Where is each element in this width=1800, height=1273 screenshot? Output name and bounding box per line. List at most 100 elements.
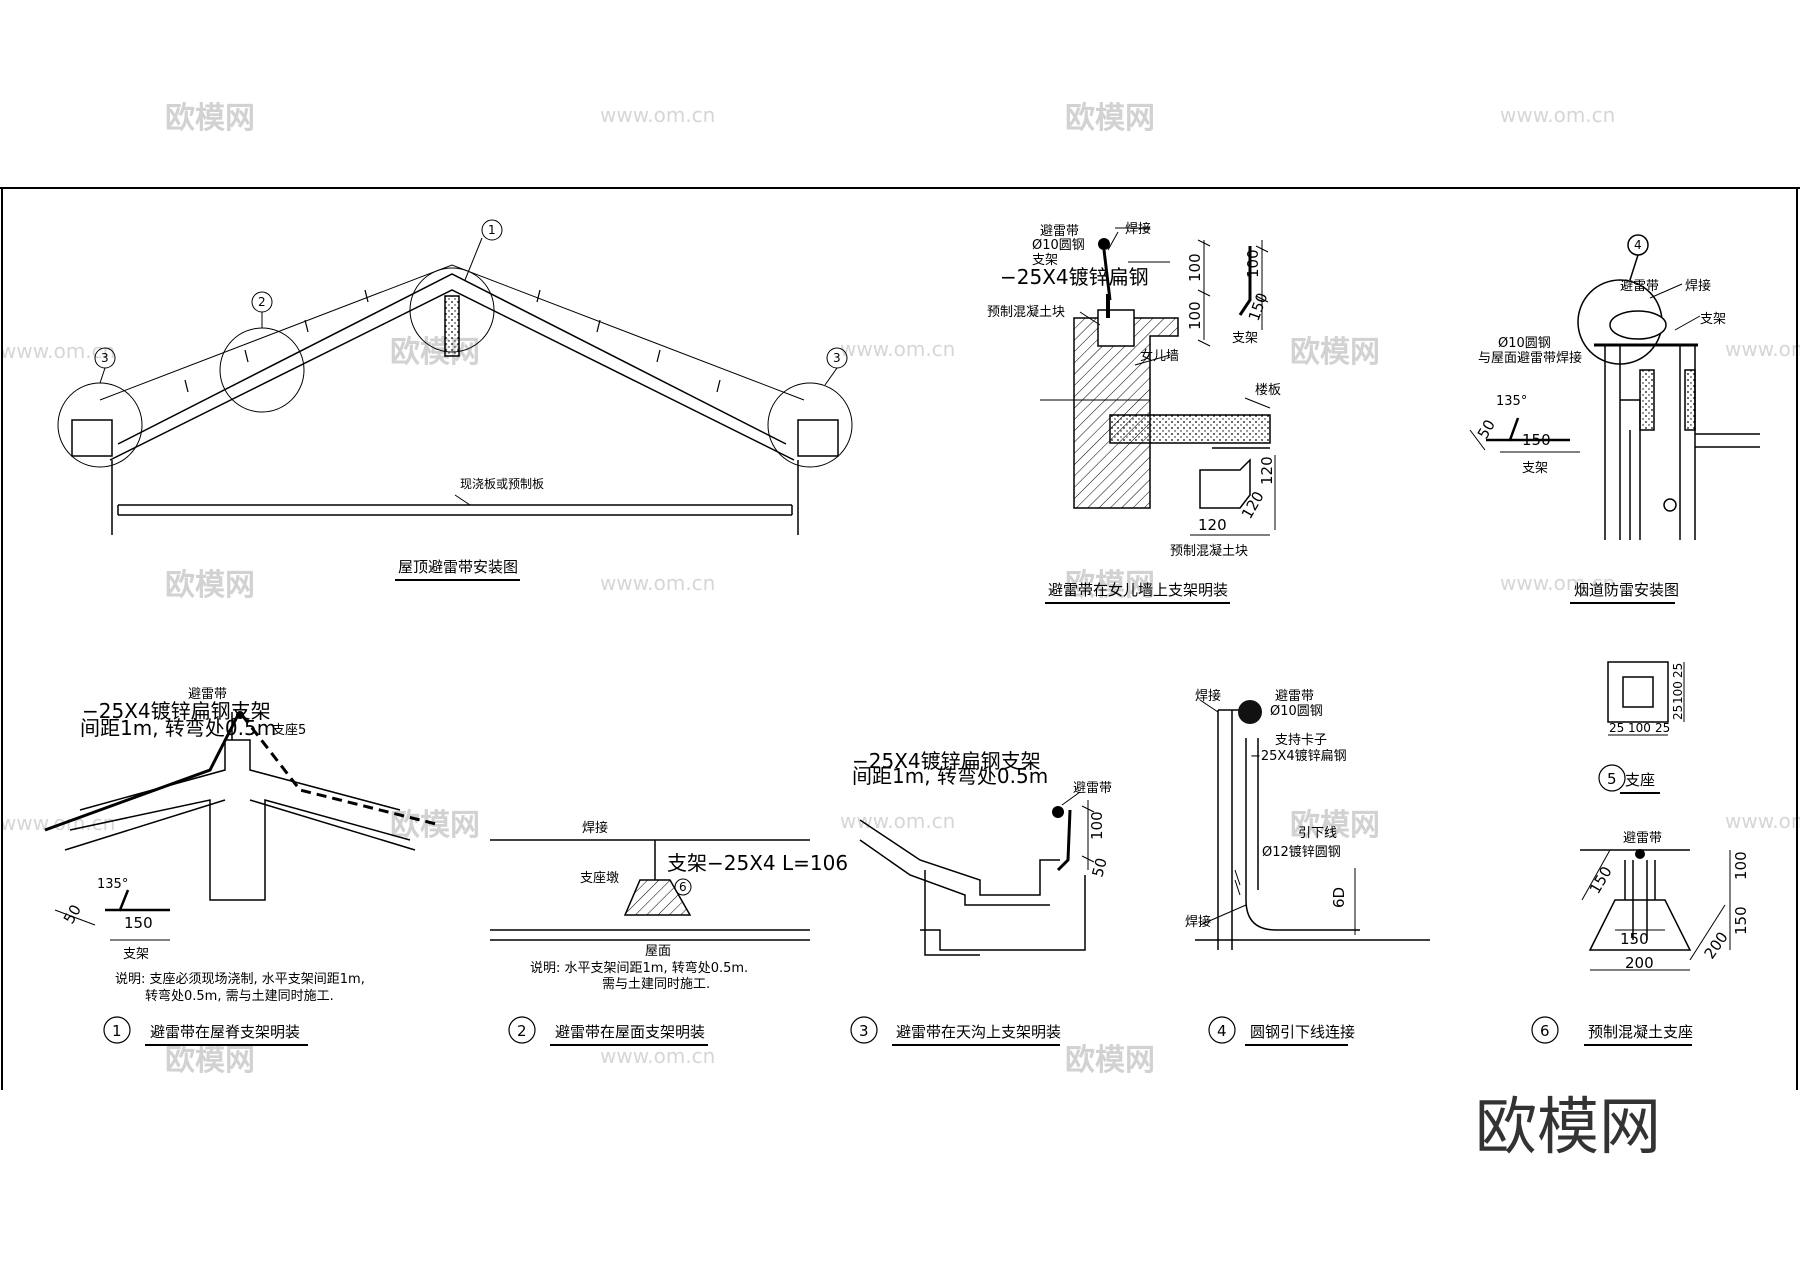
down-weld-top-label: 焊接 [1195,688,1221,704]
precast-dim-150: 150 [1620,930,1649,948]
chimney-angle: 135° [1496,394,1527,409]
watermark-brand: 欧模网 [165,568,255,603]
detail-1-title: 避雷带在屋脊支架明装 [150,1023,300,1041]
chimney-rod-note: 与屋面避雷带焊接 [1478,350,1582,366]
ridge-angle: 135° [97,877,128,892]
ridge-lightning-strip-label: 避雷带 [188,687,227,702]
ridge-spacing-label: 间距1m, 转弯处0.5m [80,716,276,740]
roof-support-pier-label: 支座墩 [580,871,619,886]
parapet-precast-block-2-label: 预制混凝土块 [1170,543,1248,559]
parapet-precast-block-label: 预制混凝土块 [987,304,1065,320]
watermark-url: www.om.cn [600,571,715,595]
watermark-layer: 欧模网 www.om.cn 欧模网 www.om.cn www.om.cn 欧模… [0,101,1800,1078]
ridge-support-label: 支座5 [272,723,306,738]
detail-3-number: 3 [859,1022,869,1040]
dim-120: 120 [1198,516,1227,534]
precast-dim-100: 100 [1732,851,1750,880]
callout-3-number: 3 [101,351,109,365]
chimney-protection-drawing: 4 避雷带 焊接 支架 Ø10圆钢 与屋面避雷带焊接 135° 150 50 支… [1469,234,1760,604]
watermark-brand: 欧模网 [1065,568,1155,603]
watermark-brand: 欧模网 [1065,1043,1155,1078]
callout-4-number: 4 [1634,238,1642,252]
detail-4-title: 圆钢引下线连接 [1250,1023,1355,1041]
ridge-dim-150: 150 [124,914,153,932]
roof-surface-label: 屋面 [645,944,671,959]
chimney-rod-label: Ø10圆钢 [1498,336,1551,351]
detail-5-support: 25 100 25 25 100 25 5 支座 [1598,661,1685,794]
parapet-steel-flat-label: −25X4镀锌扁钢 [1000,265,1149,289]
down-lightning-strip-label: 避雷带 [1275,689,1314,704]
parapet-bracket-label: 支架 [1032,253,1058,268]
detail-6-precast-support: 避雷带 150 100 150 150 200 200 6 预制混凝土支座 [1531,831,1750,1046]
watermark-url: www.om.cn [1500,571,1615,595]
precast-dim-150: 150 [1586,863,1616,897]
watermark-url: www.om.cn [840,337,955,361]
watermark-url: www.om.cn [0,339,115,363]
detail-4-down-conductor: 焊接 避雷带 Ø10圆钢 支持卡子 −25X4镀锌扁钢 引下线 Ø12镀锌圆钢 … [1185,688,1430,1046]
callout-1-number: 1 [488,223,496,237]
watermark-url: www.om.cn [1725,337,1800,361]
down-weld-bottom-label: 焊接 [1185,914,1211,930]
watermark-brand: 欧模网 [165,1043,255,1078]
support-dim-100: 100 [1628,721,1651,735]
drawing-2-title: 避雷带在女儿墙上支架明装 [1048,581,1228,599]
chimney-lightning-strip-label: 避雷带 [1620,279,1659,294]
gutter-spacing-label: 间距1m, 转弯处0.5m [852,764,1048,788]
gutter-steel-flat-label: −25X4镀锌扁钢支架 [852,749,1041,773]
detail-1-number: 1 [112,1022,122,1040]
dim-120: 120 [1258,456,1276,485]
down-steel-flat-label: −25X4镀锌扁钢 [1250,748,1347,764]
chimney-bracket-2-label: 支架 [1522,461,1548,476]
dim-100: 100 [1186,253,1204,282]
precast-dim-200: 200 [1701,929,1732,963]
roof-note-line-1: 说明: 水平支架间距1m, 转弯处0.5m. [530,960,748,976]
parapet-rod-label: Ø10圆钢 [1032,238,1085,253]
slab-label: 现浇板或预制板 [460,477,544,491]
ridge-dim-50: 50 [60,901,85,927]
precast-lightning-strip-label: 避雷带 [1623,831,1662,846]
down-dim-6d: 6D [1330,887,1348,908]
detail-2-number: 2 [517,1022,527,1040]
watermark-brand: 欧模网 [1065,101,1155,136]
watermark-brand: 欧模网 [1290,808,1380,843]
detail-2-title: 避雷带在屋面支架明装 [555,1023,705,1041]
down-clip-label: 支持卡子 [1275,733,1327,748]
detail-3-gutter-bracket: −25X4镀锌扁钢支架 间距1m, 转弯处0.5m 避雷带 100 50 3 避… [850,749,1112,1046]
parapet-wall-label: 女儿墙 [1140,348,1179,364]
parapet-weld-label: 焊接 [1125,221,1151,237]
roof-weld-label: 焊接 [582,820,608,836]
detail-4-number: 4 [1217,1022,1227,1040]
watermark-brand: 欧模网 [165,101,255,136]
ridge-note-line-2: 转弯处0.5m, 需与土建同时施工. [145,988,334,1004]
detail-6-number: 6 [1540,1022,1550,1040]
down-rod-label: Ø10圆钢 [1270,704,1323,719]
watermark-brand: 欧模网 [1290,335,1380,370]
callout-2-number: 2 [258,295,266,309]
watermark-brand: 欧模网 [390,335,480,370]
down-rod-size-label: Ø12镀锌圆钢 [1262,844,1341,860]
roof-callout-6: 6 [679,880,687,894]
roof-lightning-strip-drawing: 1 2 3 3 现浇板或预制板 屋顶避雷带安装图 [57,219,853,581]
drawing-1-title: 屋顶避雷带安装图 [398,558,518,576]
callout-3-number: 3 [833,351,841,365]
watermark-url: www.om.cn [600,103,715,127]
dim-100: 100 [1244,249,1262,278]
detail-3-title: 避雷带在天沟上支架明装 [896,1023,1061,1041]
ridge-steel-flat-label: −25X4镀锌扁钢支架 [82,699,271,723]
chimney-bracket-label: 支架 [1700,312,1726,327]
parapet-bracket-drawing: 避雷带 Ø10圆钢 焊接 支架 −25X4镀锌扁钢 预制混凝土块 女儿墙 楼板 … [987,221,1281,604]
dim-120: 120 [1238,488,1268,522]
roof-bracket-label: 支架−25X4 L=106 [667,851,848,875]
detail-2-roof-surface-bracket: 焊接 支架−25X4 L=106 支座墩 6 屋面 说明: 水平支架间距1m, … [490,820,848,1046]
watermark-url: www.om.cn [1725,809,1800,833]
parapet-lightning-strip-label: 避雷带 [1040,224,1079,239]
ridge-note-line-1: 说明: 支座必须现场浇制, 水平支架间距1m, [115,972,365,987]
down-conductor-label: 引下线 [1298,826,1337,841]
gutter-lightning-strip-label: 避雷带 [1073,781,1112,796]
detail-1-ridge-bracket: 避雷带 −25X4镀锌扁钢支架 间距1m, 转弯处0.5m 支座5 135° 1… [44,687,441,1046]
detail-5-title: 支座 [1625,771,1655,789]
drawing-3-title: 烟道防雷安装图 [1574,581,1679,599]
chimney-dim-50: 50 [1474,416,1499,442]
precast-dim-150: 150 [1732,906,1750,935]
